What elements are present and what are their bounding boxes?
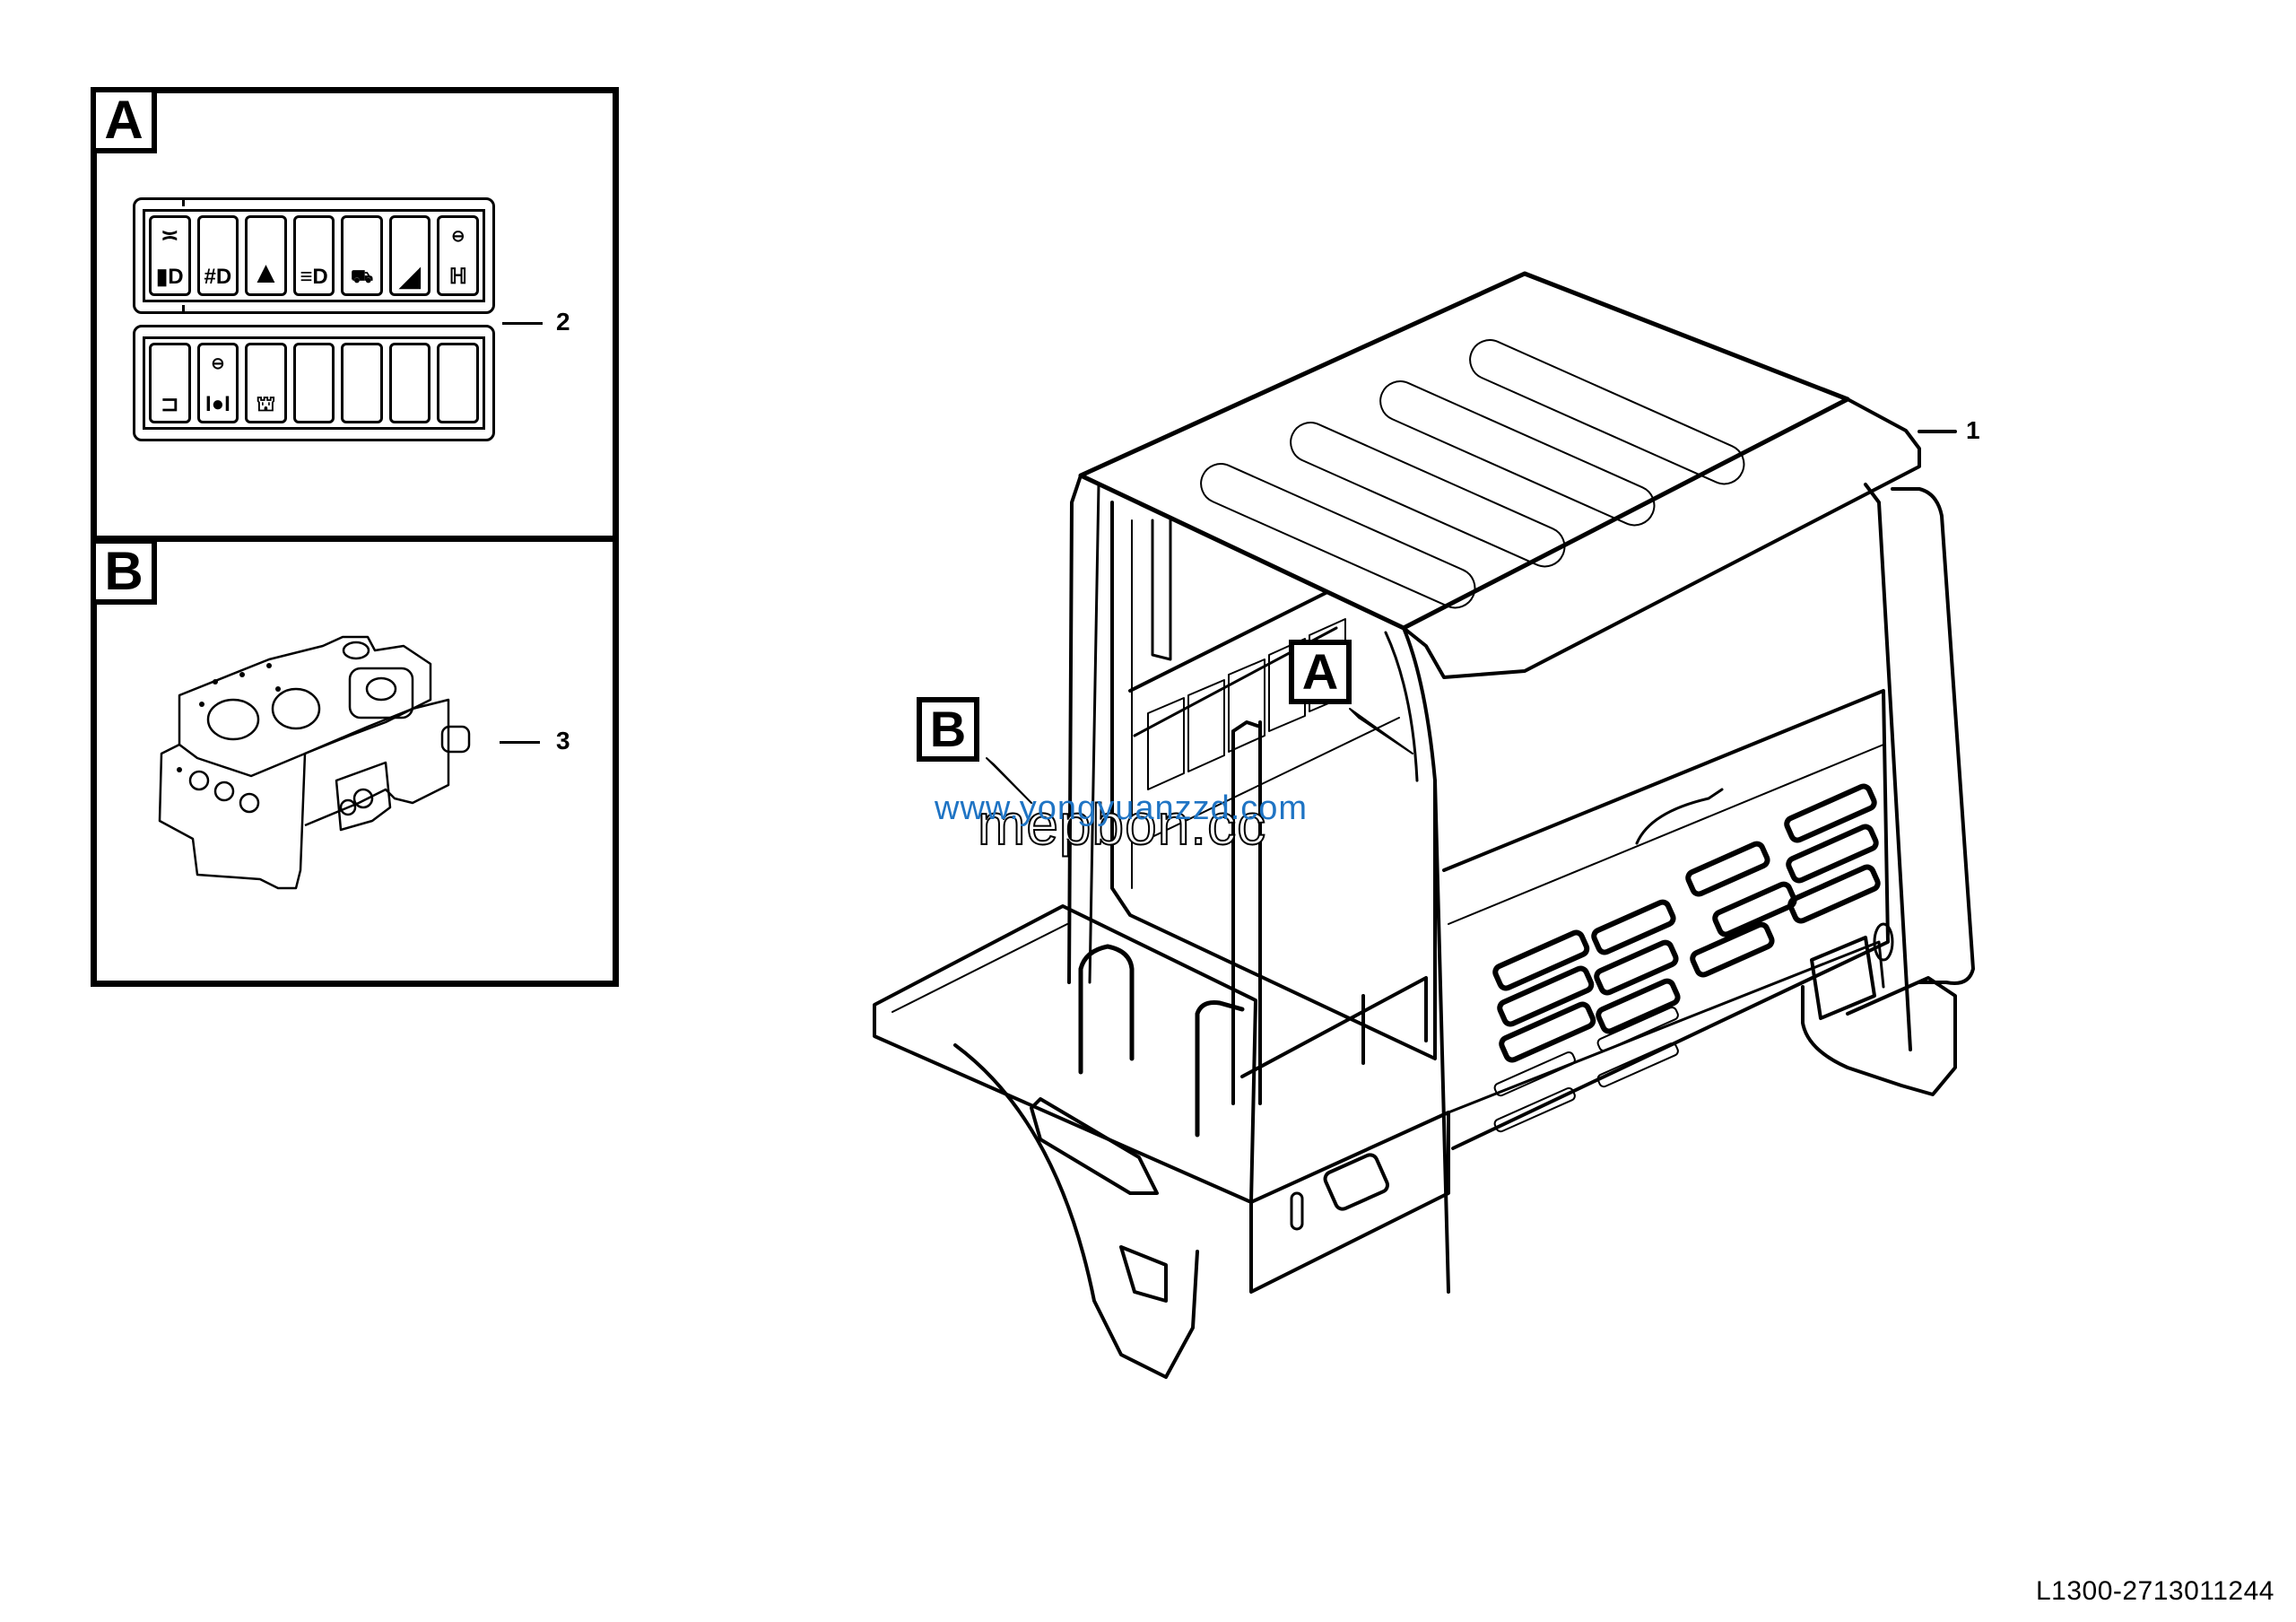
work-light-beams-icon: ≍ bbox=[161, 223, 179, 248]
axle-lock-icon: I●I bbox=[204, 392, 230, 416]
main-ref-label-a: A bbox=[1289, 640, 1352, 704]
hydraulic-valve-block-drawing bbox=[158, 635, 471, 890]
switch-work-lights[interactable]: ≍ ▮D bbox=[149, 215, 191, 296]
detail-label-a: A bbox=[91, 87, 157, 153]
watermark-outline: mepbon.cc bbox=[977, 791, 1267, 858]
callout-3-leader bbox=[500, 741, 540, 744]
switch-low-beam[interactable]: ≡D bbox=[292, 215, 335, 296]
main-ref-label-b: B bbox=[917, 697, 979, 762]
switch-vehicle[interactable]: ⛟ bbox=[341, 215, 383, 296]
switch-blank-6[interactable] bbox=[388, 343, 431, 423]
switch-cab[interactable]: ⛫ bbox=[245, 343, 287, 423]
switch-fog-light[interactable]: #D bbox=[196, 215, 239, 296]
switch-blank-4[interactable] bbox=[292, 343, 335, 423]
switch-axle-lock[interactable]: ⊖ I●I bbox=[196, 343, 239, 423]
hazard-warning-icon: ▲ bbox=[250, 256, 282, 290]
part-number: L1300-2713011244 bbox=[2035, 1576, 2274, 1606]
horn-icon: ⊐ bbox=[161, 392, 179, 416]
switch-blank-5[interactable] bbox=[341, 343, 383, 423]
switch-bank-lower: ⊐ ⊖ I●I ⛫ bbox=[133, 325, 495, 441]
callout-1: 1 bbox=[1966, 416, 1980, 444]
lock-indicator-icon: ⊖ bbox=[451, 227, 465, 245]
switch-hazard[interactable]: ▲ bbox=[245, 215, 287, 296]
fog-light-icon: #D bbox=[204, 265, 232, 289]
tractor-icon: ⛟ bbox=[351, 267, 374, 287]
callout-2: 2 bbox=[556, 308, 570, 336]
watermark-url: www.yongyuanzzd.com bbox=[935, 789, 1309, 827]
switch-blank-7[interactable] bbox=[437, 343, 480, 423]
panel-divider bbox=[91, 536, 619, 542]
switch-diff-lock[interactable]: ⊖ ℍ bbox=[437, 215, 480, 296]
machine-cab-icon: ⛫ bbox=[256, 392, 276, 416]
axle-diff-lock-icon: ℍ bbox=[448, 265, 467, 289]
switch-bank-upper: ≍ ▮D #D ▲ ≡D ⛟ ◢ ⊖ ℍ bbox=[133, 197, 495, 314]
callout-2-leader bbox=[502, 322, 543, 325]
switch-beacon[interactable]: ◢ bbox=[388, 215, 431, 296]
detail-label-b: B bbox=[91, 538, 157, 605]
headlight-high-beam-icon: ▮D bbox=[156, 265, 184, 289]
beacon-light-icon: ◢ bbox=[399, 262, 421, 292]
lock-indicator-icon: ⊖ bbox=[211, 354, 225, 372]
switch-horn[interactable]: ⊐ bbox=[149, 343, 191, 423]
low-beam-icon: ≡D bbox=[300, 265, 328, 289]
callout-3: 3 bbox=[556, 727, 570, 754]
